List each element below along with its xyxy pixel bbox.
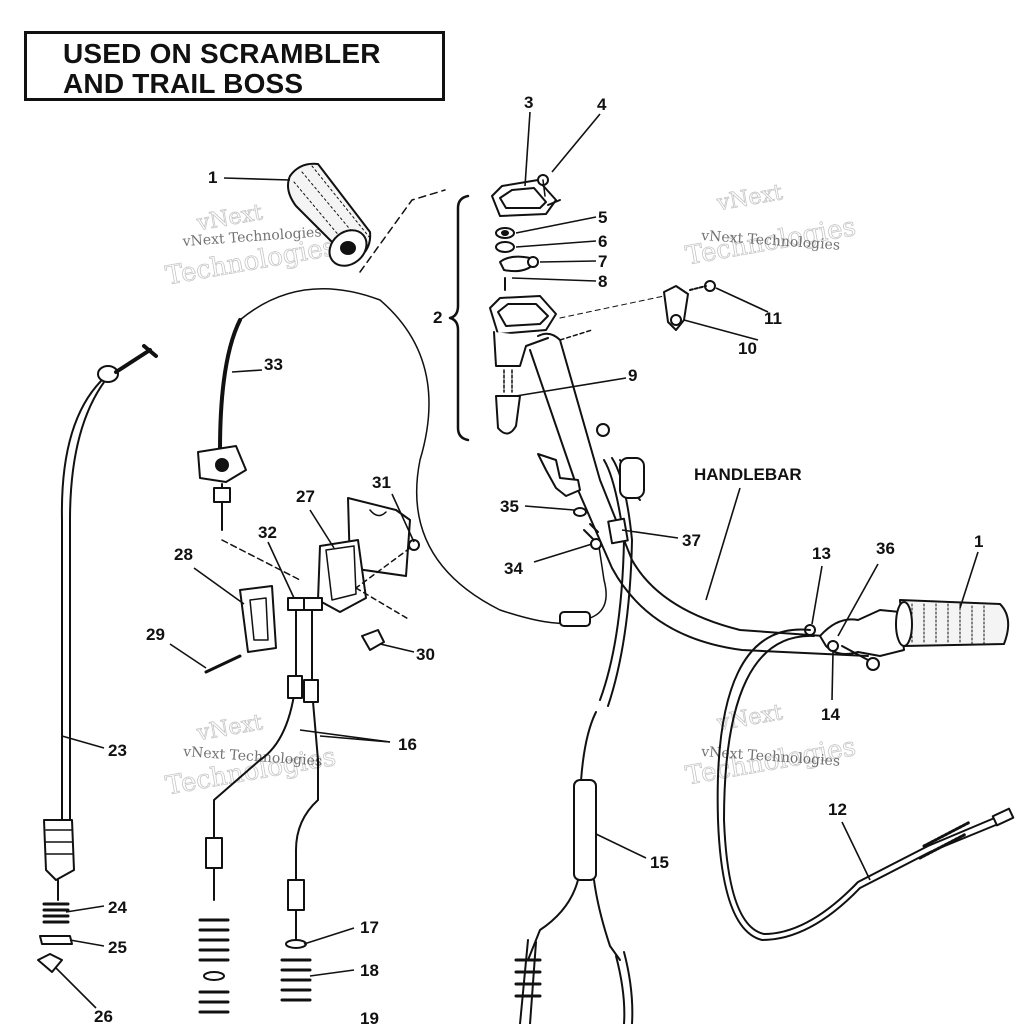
callout-4: 4 <box>597 95 607 114</box>
callout-10: 10 <box>738 339 757 358</box>
callout-9: 9 <box>628 366 637 385</box>
cables-16 <box>205 609 319 941</box>
callout-1: 1 <box>974 532 983 551</box>
callout-17: 17 <box>360 918 379 937</box>
cable-15 <box>519 423 645 1024</box>
handlebar-label: HANDLEBAR <box>694 465 802 484</box>
cable-33 <box>197 318 301 581</box>
callout-26: 26 <box>94 1007 113 1024</box>
watermark-brand: vNext <box>194 710 264 746</box>
handlebar-tube <box>529 329 881 657</box>
callout-14: 14 <box>821 705 840 724</box>
callout-6: 6 <box>598 232 607 251</box>
callout-35: 35 <box>500 497 519 516</box>
cable-end-26 <box>37 953 63 973</box>
callout-16: 16 <box>398 735 417 754</box>
clamp-10-11 <box>663 280 716 331</box>
callout-3: 3 <box>524 93 533 112</box>
switch-box <box>204 497 420 674</box>
callout-19: 19 <box>360 1009 379 1024</box>
callout-27: 27 <box>296 487 315 506</box>
callout-29: 29 <box>146 625 165 644</box>
title-box: USED ON SCRAMBLER AND TRAIL BOSS <box>24 31 445 101</box>
cable-end-lead <box>589 539 607 619</box>
callout-13: 13 <box>812 544 831 563</box>
callout-32: 32 <box>258 523 277 542</box>
callout-28: 28 <box>174 545 193 564</box>
cable-23 <box>43 344 158 901</box>
springs-17-18-19 <box>198 918 542 1014</box>
callout-31: 31 <box>372 473 391 492</box>
group-bracket <box>448 194 470 442</box>
callout-8: 8 <box>598 272 607 291</box>
watermark-group: vNext Technologies vNext Technologies vN… <box>163 180 858 802</box>
title-line-2: AND TRAIL BOSS <box>63 68 304 99</box>
left-grip <box>287 162 446 273</box>
callout-37: 37 <box>682 531 701 550</box>
cable-end-25 <box>39 935 73 945</box>
callout-34: 34 <box>504 559 523 578</box>
callout-25: 25 <box>108 938 127 957</box>
switch-housing <box>489 174 665 435</box>
spring-24 <box>42 902 70 924</box>
cable-end-fitting <box>559 611 591 627</box>
cable-12 <box>716 628 1015 941</box>
callout-23: 23 <box>108 741 127 760</box>
callout-11: 11 <box>764 309 782 328</box>
callout-12: 12 <box>828 800 847 819</box>
callout-5: 5 <box>598 208 607 227</box>
callout-24: 24 <box>108 898 127 917</box>
right-control-assembly <box>804 609 905 671</box>
callout-7: 7 <box>598 252 607 271</box>
callout-labels: 1 1 2 3 4 5 6 7 8 9 10 11 12 13 14 15 16… <box>94 93 983 1024</box>
callout-30: 30 <box>416 645 435 664</box>
callout-18: 18 <box>360 961 379 980</box>
callout-2: 2 <box>433 308 442 327</box>
watermark-brand: vNext <box>714 180 784 216</box>
choke-cable-loop <box>239 288 581 625</box>
title-line-1: USED ON SCRAMBLER <box>63 38 381 69</box>
right-grip <box>895 599 1010 647</box>
callout-33: 33 <box>264 355 283 374</box>
handlebar-fittings <box>537 453 629 550</box>
callout-1: 1 <box>208 168 217 187</box>
callout-36: 36 <box>876 539 895 558</box>
callout-15: 15 <box>650 853 669 872</box>
leader-lines <box>55 111 979 1009</box>
